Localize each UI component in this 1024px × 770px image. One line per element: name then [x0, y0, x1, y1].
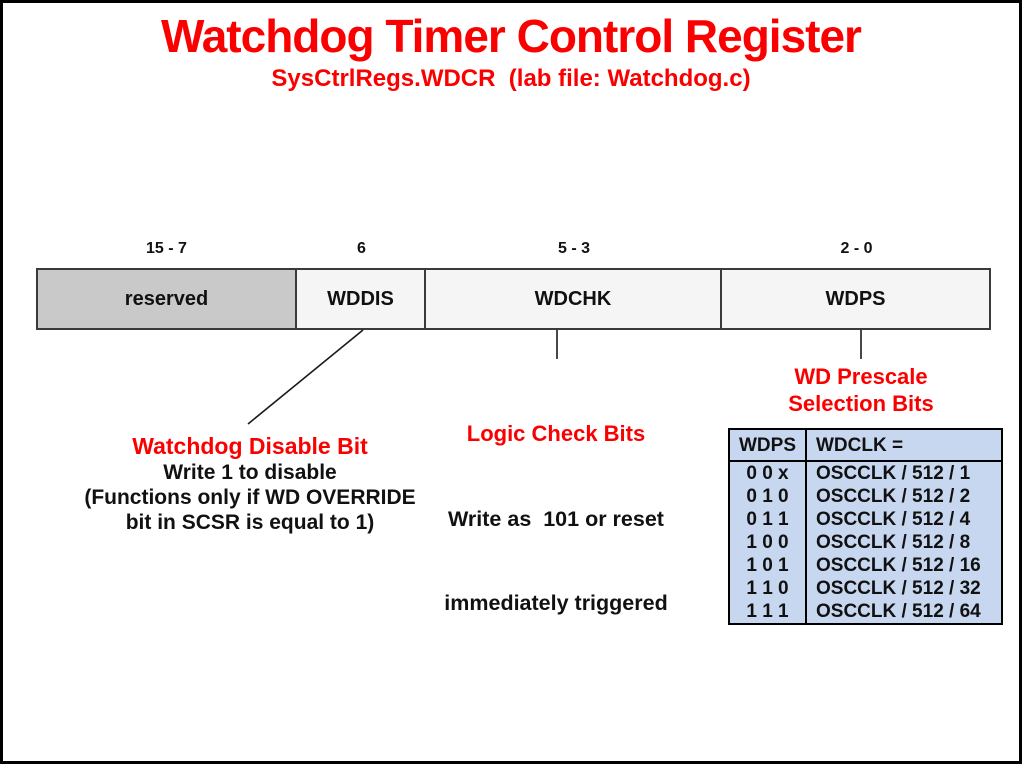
- wdchk-annotation-heading: Logic Check Bits: [466, 421, 646, 446]
- table-row: 1 0 0 OSCCLK / 512 / 8: [729, 531, 1002, 554]
- wdps-value: 1 1 0: [729, 577, 807, 600]
- wdps-value: 0 1 0: [729, 485, 807, 508]
- bit-range-wddis: 6: [357, 240, 366, 257]
- wddis-annotation-line: (Functions only if WD OVERRIDE: [84, 486, 416, 509]
- table-row: 0 0 x OSCCLK / 512 / 1: [729, 461, 1002, 485]
- register-field-wdchk: WDCHK: [426, 268, 722, 330]
- wdchk-annotation: Logic Check Bits Write as 101 or reset i…: [406, 363, 706, 673]
- register-diagram: reserved WDDIS WDCHK WDPS: [36, 268, 991, 330]
- bit-range-wdps: 2 - 0: [840, 240, 873, 257]
- wddis-annotation: Watchdog Disable Bit Write 1 to disable …: [40, 432, 460, 535]
- wdclk-value: OSCCLK / 512 / 64: [816, 601, 981, 622]
- wddis-annotation-line: bit in SCSR is equal to 1): [125, 511, 375, 534]
- table-row: 1 1 1 OSCCLK / 512 / 64: [729, 600, 1002, 624]
- wdclk-value: OSCCLK / 512 / 2: [816, 486, 971, 507]
- bit-range-wdchk: 5 - 3: [557, 240, 590, 257]
- wddis-connector-line: [247, 329, 364, 425]
- wdps-value: 0 0 x: [729, 461, 807, 485]
- table-row: 0 1 1 OSCCLK / 512 / 4: [729, 508, 1002, 531]
- wdps-heading-line: Selection Bits: [788, 391, 934, 416]
- register-field-wddis: WDDIS: [297, 268, 426, 330]
- wdps-heading-line: WD Prescale: [794, 364, 928, 389]
- wdclk-value: OSCCLK / 512 / 4: [816, 509, 971, 530]
- prescale-header-row: WDPS WDCLK =: [729, 429, 1002, 462]
- prescale-header-wdclk: WDCLK =: [806, 429, 1002, 462]
- wdchk-annotation-line: immediately triggered: [444, 591, 668, 615]
- wdclk-value: OSCCLK / 512 / 16: [816, 555, 981, 576]
- register-field-wdps: WDPS: [722, 268, 991, 330]
- table-row: 0 1 0 OSCCLK / 512 / 2: [729, 485, 1002, 508]
- wdps-annotation-heading: WD Prescale Selection Bits: [731, 363, 991, 417]
- wdclk-value: OSCCLK / 512 / 8: [816, 532, 971, 553]
- prescale-header-wdps: WDPS: [729, 429, 807, 462]
- prescale-table: WDPS WDCLK = 0 0 x OSCCLK / 512 / 1 0 1 …: [728, 428, 1003, 625]
- wdchk-annotation-line: Write as 101 or reset: [448, 507, 664, 531]
- page-subtitle: SysCtrlRegs.WDCR (lab file: Watchdog.c): [271, 65, 751, 92]
- wddis-annotation-heading: Watchdog Disable Bit: [132, 433, 368, 459]
- page-title: Watchdog Timer Control Register: [161, 10, 862, 62]
- wdps-value: 1 0 0: [729, 531, 807, 554]
- table-row: 1 1 0 OSCCLK / 512 / 32: [729, 577, 1002, 600]
- bit-range-reserved: 15 - 7: [146, 240, 187, 257]
- wdps-value: 1 1 1: [729, 600, 807, 624]
- table-row: 1 0 1 OSCCLK / 512 / 16: [729, 554, 1002, 577]
- wdclk-value: OSCCLK / 512 / 32: [816, 578, 981, 599]
- wdps-value: 1 0 1: [729, 554, 807, 577]
- wdps-value: 0 1 1: [729, 508, 807, 531]
- register-field-reserved: reserved: [36, 268, 297, 330]
- wddis-annotation-line: Write 1 to disable: [163, 461, 337, 484]
- wdclk-value: OSCCLK / 512 / 1: [816, 463, 971, 484]
